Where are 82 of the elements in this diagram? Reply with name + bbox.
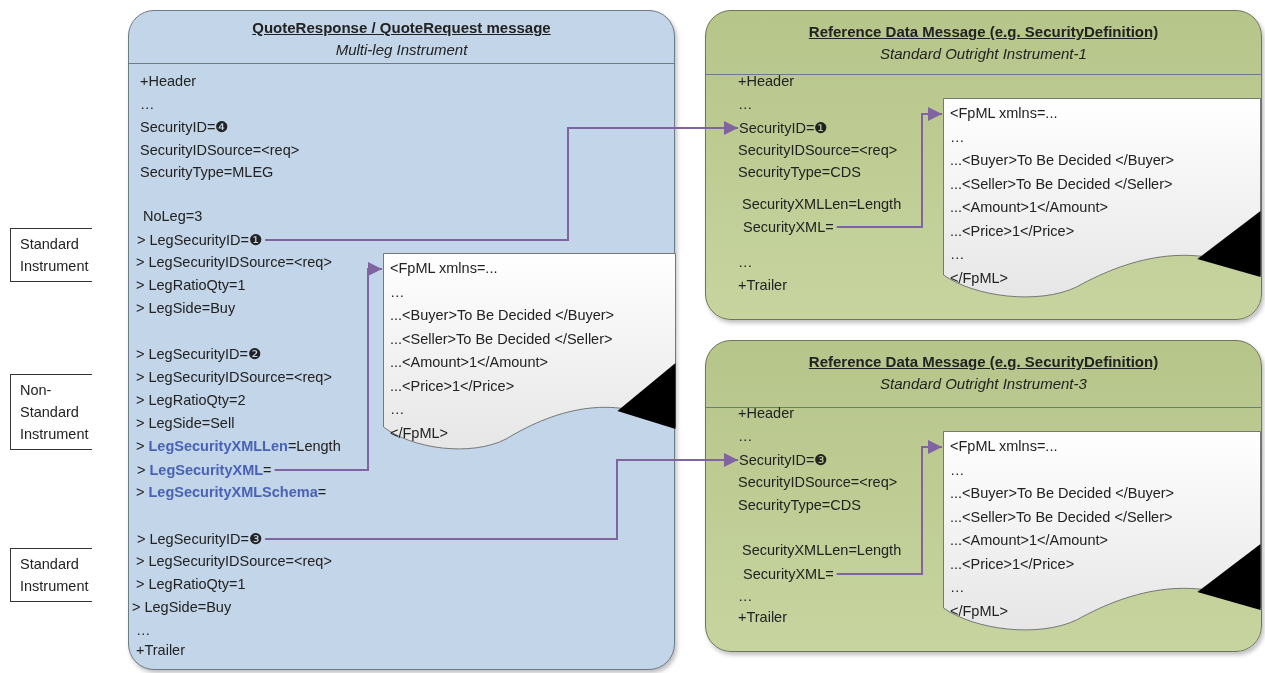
bracket-label: Standard Instrument [10,548,92,602]
xml-code-line: ...<Amount>1</Amount> [389,353,549,372]
xml-code-line: … [949,578,966,597]
field-text: SecurityXML= [743,563,834,585]
field-text: > LegSecurityXMLSchema= [136,483,327,502]
field-text: SecurityIDSource=<req> [140,141,300,160]
arrow [264,453,739,540]
xml-code-line: ...<Price>1</Price> [389,376,516,396]
field-text: > LegSecurityXMLLen=Length [136,437,341,456]
xml-code-line: ...<Price>1</Price> [949,554,1076,574]
xml-code-line: … [949,127,966,147]
panel-title: Reference Data Message (e.g. SecurityDefinition) [807,23,1160,40]
field-text: SecurityID=❸ [739,449,828,471]
field-text: > LegSecurityIDSource=<req> [136,368,332,387]
arrow [264,121,739,241]
panel-title: Reference Data Message (e.g. SecurityDefinition) [807,353,1160,370]
xml-code-line: ...<Seller>To Be Decided </Seller> [389,329,614,349]
bracket-label: Standard Instrument [10,228,92,282]
xml-code-line: ...<Price>1</Price> [949,221,1076,241]
field-text: SecurityIDSource=<req> [738,473,898,492]
xml-code-line: <FpML xmlns=... [949,437,1059,456]
xml-code-line: </FpML> [949,268,1010,288]
field-text: > LegRatioQty=1 [136,276,246,295]
xml-code-line: <FpML xmlns=... [949,104,1059,123]
field-text: SecurityID=❶ [739,117,828,139]
xml-code-line: </FpML> [949,601,1010,621]
field-text: +Header [140,72,197,91]
field-text: > LegSecurityIDSource=<req> [136,552,332,571]
field-text: SecurityXMLLen=Length [742,195,902,214]
arrow [835,440,943,575]
field-text: SecurityXMLLen=Length [742,541,902,560]
xml-code-line: ...<Amount>1</Amount> [949,198,1109,217]
xml-code-line: ...<Amount>1</Amount> [949,531,1109,550]
field-text: > LegSecurityIDSource=<req> [136,253,332,272]
xml-code-line: ...<Buyer>To Be Decided </Buyer> [949,151,1176,170]
field-text: +Header [738,72,795,91]
xml-code-line: … [949,245,966,264]
xml-code-line: </FpML> [389,423,450,443]
xml-code-line: … [389,282,406,302]
field-text: > LegRatioQty=2 [136,391,246,410]
xml-code-line: ...<Buyer>To Be Decided </Buyer> [389,306,616,325]
field-text: > LegRatioQty=1 [136,575,246,594]
field-text: SecurityXML= [743,216,834,238]
xml-code-line: … [949,460,966,480]
xml-code-line: ...<Buyer>To Be Decided </Buyer> [949,484,1176,503]
arrow [273,262,383,471]
field-text: > LegSecurityID=❷ [136,345,262,364]
field-text: +Trailer [136,641,185,660]
panel-subtitle: Multi-leg Instrument [334,41,469,58]
field-text: > LegSecurityID=❸ [137,528,263,550]
field-text: > LegSide=Buy [136,299,236,318]
field-text: NoLeg=3 [143,207,203,226]
field-text: SecurityType=CDS [738,496,861,515]
panel-title: QuoteResponse / QuoteRequest message [251,19,552,36]
arrow [835,107,943,228]
field-text: > LegSecurityID=❶ [137,229,263,251]
field-text: SecurityID=❹ [140,118,229,137]
message-panel [705,10,1262,320]
field-text: > LegSide=Sell [136,414,235,433]
field-text: … [738,427,753,446]
field-text: SecurityIDSource=<req> [738,141,898,160]
xml-code-line: ...<Seller>To Be Decided </Seller> [949,507,1174,527]
field-text: … [140,95,155,114]
field-text: > LegSecurityXML= [137,459,272,481]
field-text: … [738,95,753,114]
field-text: … [136,621,151,640]
field-text: SecurityType=CDS [738,163,861,182]
message-panel [705,340,1262,652]
panel-subtitle: Standard Outright Instrument-3 [879,375,1088,392]
message-panel [128,10,675,670]
bracket-label: Non-Standard Instrument [10,374,92,450]
field-text: +Header [738,404,795,423]
panel-subtitle: Standard Outright Instrument-1 [879,45,1088,62]
xml-code-line: <FpML xmlns=... [389,259,499,278]
field-text: … [738,587,753,606]
xml-code-line: … [389,400,406,419]
field-text: … [738,253,753,272]
field-text: > LegSide=Buy [132,598,232,617]
field-text: +Trailer [738,276,787,295]
field-text: SecurityType=MLEG [140,163,274,182]
field-text: +Trailer [738,608,787,627]
xml-code-line: ...<Seller>To Be Decided </Seller> [949,174,1174,194]
